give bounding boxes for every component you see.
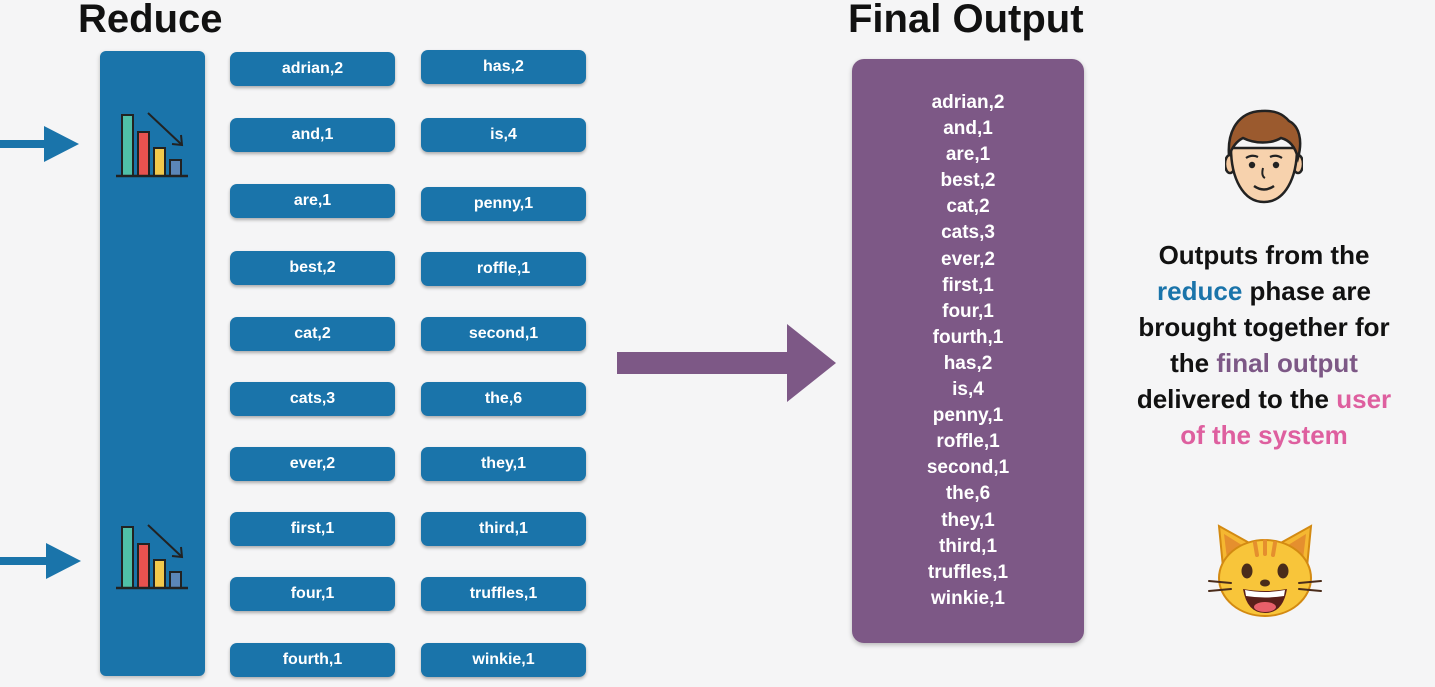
grinning-cat-icon: [1208, 524, 1322, 617]
reduce-pill: winkie,1: [421, 643, 586, 677]
reduce-pill: cat,2: [230, 317, 395, 351]
list-item: winkie,1: [931, 587, 1005, 609]
list-item: fourth,1: [932, 326, 1004, 348]
reduce-pill: truffles,1: [421, 577, 586, 611]
list-item: third,1: [938, 535, 998, 557]
reduce-pill: fourth,1: [230, 643, 395, 677]
note-text: delivered to the: [1136, 384, 1329, 414]
list-item: has,2: [943, 352, 993, 374]
list-item: best,2: [940, 170, 996, 192]
reduce-pill: four,1: [230, 577, 395, 611]
list-item: second,1: [926, 457, 1010, 479]
list-item: roffle,1: [936, 431, 1000, 453]
list-item: ever,2: [941, 248, 995, 270]
reduce-pill: best,2: [230, 251, 395, 285]
reduce-pill: first,1: [230, 512, 395, 546]
list-item: they,1: [941, 509, 995, 531]
reduce-pill: the,6: [421, 382, 586, 416]
flow-arrow: [617, 324, 836, 402]
list-item: four,1: [942, 300, 994, 322]
reduce-pill: is,4: [421, 118, 586, 152]
reduce-pill: they,1: [421, 447, 586, 481]
reduce-phase-bar: [100, 51, 205, 676]
reduce-pill: adrian,2: [230, 52, 395, 86]
user-face-icon: [1225, 109, 1303, 204]
note-highlight-final-output: final output: [1216, 348, 1358, 378]
output-description: Outputs from the reduce phase are brough…: [1132, 237, 1396, 453]
incoming-arrow-bottom: [0, 543, 81, 579]
bar-chart-decrease-icon: [116, 112, 188, 178]
list-item: cat,2: [946, 196, 990, 218]
final-output-title: Final Output: [848, 0, 1084, 41]
note-highlight-reduce: reduce: [1157, 276, 1243, 306]
list-item: adrian,2: [931, 92, 1005, 113]
list-item: truffles,1: [927, 561, 1009, 583]
list-item: are,1: [945, 144, 991, 166]
list-item: first,1: [942, 274, 994, 296]
reduce-pill: cats,3: [230, 382, 395, 416]
bar-chart-decrease-icon: [116, 524, 188, 590]
reduce-pill: third,1: [421, 512, 586, 546]
final-output-box: adrian,2 and,1 are,1 best,2 cat,2 cats,3…: [852, 59, 1084, 643]
list-item: penny,1: [932, 405, 1004, 427]
reduce-pill: ever,2: [230, 447, 395, 481]
reduce-pill: penny,1: [421, 187, 586, 221]
incoming-arrow-top: [0, 126, 79, 162]
list-item: the,6: [945, 483, 991, 505]
reduce-pill: are,1: [230, 184, 395, 218]
reduce-pill: second,1: [421, 317, 586, 351]
reduce-pill: and,1: [230, 118, 395, 152]
list-item: cats,3: [941, 222, 995, 244]
note-text: phase are brought together for the: [1138, 276, 1390, 378]
reduce-pill: has,2: [421, 50, 586, 84]
final-output-list: adrian,2 and,1 are,1 best,2 cat,2 cats,3…: [852, 90, 1084, 612]
reduce-title: Reduce: [78, 0, 223, 41]
reduce-pill: roffle,1: [421, 252, 586, 286]
list-item: and,1: [943, 118, 993, 140]
list-item: is,4: [952, 379, 984, 401]
note-text: Outputs from the: [1158, 240, 1370, 270]
note-highlight-user: user of the system: [1180, 384, 1392, 450]
